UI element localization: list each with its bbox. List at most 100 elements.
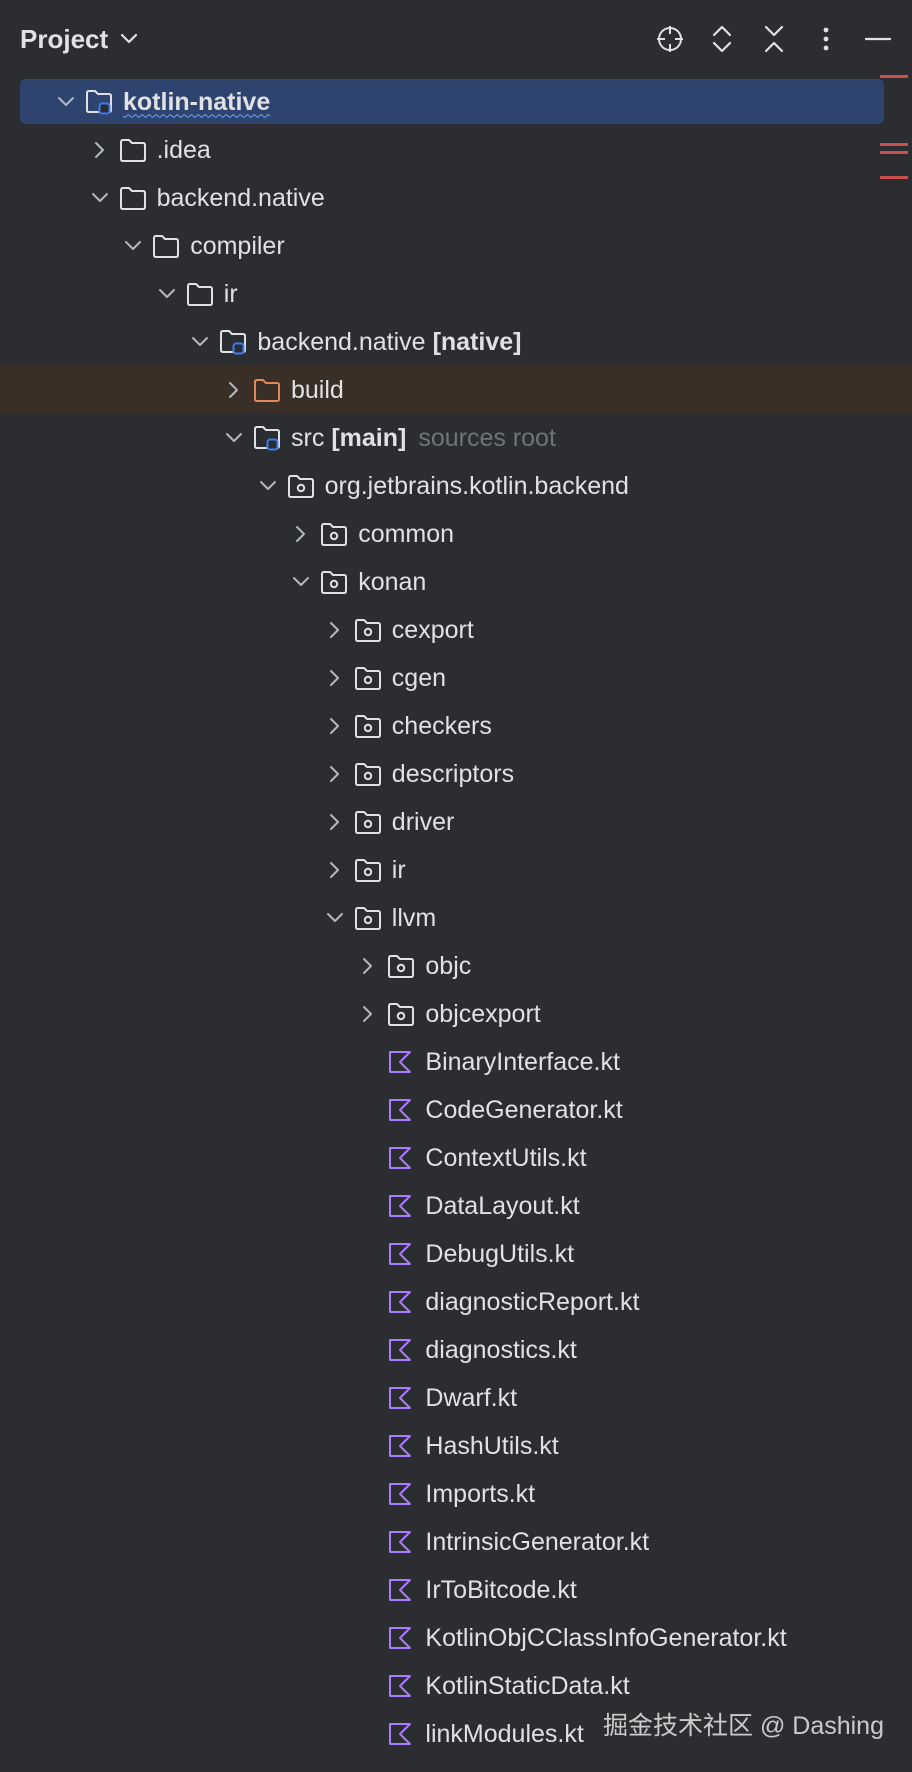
tree-item-label: src bbox=[291, 423, 325, 452]
chevron-down-icon[interactable] bbox=[148, 270, 186, 318]
tree-row[interactable]: driver bbox=[0, 798, 912, 846]
chevron-down-icon[interactable] bbox=[215, 414, 253, 462]
chevron-right-icon[interactable] bbox=[349, 942, 387, 990]
tree-row[interactable]: HashUtils.kt bbox=[0, 1422, 912, 1470]
tree-item-label: IrToBitcode.kt bbox=[425, 1575, 577, 1604]
kotlin-file-icon bbox=[387, 1422, 415, 1470]
tree-row[interactable]: .idea bbox=[0, 126, 912, 174]
tree-row[interactable]: linkModules.kt bbox=[0, 1710, 912, 1758]
tree-row[interactable]: cgen bbox=[0, 654, 912, 702]
tree-row[interactable]: ContextUtils.kt bbox=[0, 1134, 912, 1182]
package-icon bbox=[387, 990, 415, 1038]
package-icon bbox=[354, 654, 382, 702]
tree-row[interactable]: ir bbox=[0, 270, 912, 318]
chevron-right-icon[interactable] bbox=[316, 702, 354, 750]
no-arrow-spacer bbox=[349, 1326, 387, 1374]
no-arrow-spacer bbox=[349, 1134, 387, 1182]
no-arrow-spacer bbox=[349, 1278, 387, 1326]
chevron-down-icon[interactable] bbox=[47, 78, 85, 126]
tree-row[interactable]: IrToBitcode.kt bbox=[0, 1566, 912, 1614]
chevron-down-icon[interactable] bbox=[316, 894, 354, 942]
chevron-down-icon[interactable] bbox=[249, 462, 287, 510]
project-view-selector[interactable]: Project bbox=[20, 24, 138, 55]
tree-item-label: compiler bbox=[190, 231, 285, 260]
collapse-all-icon bbox=[762, 24, 786, 54]
tree-item-label: CodeGenerator.kt bbox=[425, 1095, 623, 1124]
tree-row[interactable]: Dwarf.kt bbox=[0, 1374, 912, 1422]
tree-row[interactable]: diagnostics.kt bbox=[0, 1326, 912, 1374]
chevron-right-icon[interactable] bbox=[282, 510, 320, 558]
tree-row[interactable]: checkers bbox=[0, 702, 912, 750]
tree-row[interactable]: diagnosticReport.kt bbox=[0, 1278, 912, 1326]
tree-item-label: ir bbox=[223, 279, 238, 308]
tree-item-label: cexport bbox=[391, 615, 474, 644]
tree-item-label: KotlinStaticData.kt bbox=[425, 1671, 630, 1700]
tree-row[interactable]: cexport bbox=[0, 606, 912, 654]
kotlin-file-icon bbox=[387, 1614, 415, 1662]
tree-row[interactable]: kotlin-native bbox=[0, 78, 912, 126]
tree-item-label: DebugUtils.kt bbox=[425, 1239, 575, 1268]
tree-row[interactable]: objc bbox=[0, 942, 912, 990]
package-icon bbox=[320, 510, 348, 558]
tree-row[interactable]: descriptors bbox=[0, 750, 912, 798]
tree-row[interactable]: compiler bbox=[0, 222, 912, 270]
tree-row[interactable]: Imports.kt bbox=[0, 1470, 912, 1518]
chevron-right-icon[interactable] bbox=[215, 366, 253, 414]
no-arrow-spacer bbox=[349, 1422, 387, 1470]
tree-row[interactable]: CodeGenerator.kt bbox=[0, 1086, 912, 1134]
error-marker bbox=[880, 75, 908, 78]
chevron-right-icon[interactable] bbox=[316, 606, 354, 654]
folder-icon bbox=[152, 222, 180, 270]
more-options-icon bbox=[821, 24, 831, 54]
no-arrow-spacer bbox=[349, 1182, 387, 1230]
chevron-right-icon[interactable] bbox=[316, 846, 354, 894]
tree-row[interactable]: common bbox=[0, 510, 912, 558]
package-icon bbox=[354, 702, 382, 750]
more-options-button[interactable] bbox=[800, 13, 852, 65]
kotlin-file-icon bbox=[387, 1134, 415, 1182]
tree-row[interactable]: DebugUtils.kt bbox=[0, 1230, 912, 1278]
tree-item-label: IntrinsicGenerator.kt bbox=[425, 1527, 650, 1556]
kotlin-file-icon bbox=[387, 1278, 415, 1326]
tree-row[interactable]: KotlinStaticData.kt bbox=[0, 1662, 912, 1710]
minimize-icon bbox=[865, 24, 891, 54]
tree-row[interactable]: objcexport bbox=[0, 990, 912, 1038]
module-folder-icon bbox=[219, 318, 247, 366]
tree-row[interactable]: IntrinsicGenerator.kt bbox=[0, 1518, 912, 1566]
locate-button[interactable] bbox=[644, 13, 696, 65]
tree-row[interactable]: org.jetbrains.kotlin.backend bbox=[0, 462, 912, 510]
watermark: 掘金技术社区 @ Dashing bbox=[603, 1712, 884, 1740]
collapse-all-button[interactable] bbox=[748, 13, 800, 65]
tree-item-label: objc bbox=[425, 951, 472, 980]
tree-row[interactable]: BinaryInterface.kt bbox=[0, 1038, 912, 1086]
tree-row[interactable]: backend.native bbox=[0, 174, 912, 222]
folder-icon bbox=[186, 270, 214, 318]
chevron-right-icon[interactable] bbox=[316, 654, 354, 702]
chevron-right-icon[interactable] bbox=[81, 126, 119, 174]
folder-icon bbox=[119, 126, 147, 174]
tree-row[interactable]: llvm bbox=[0, 894, 912, 942]
tree-row[interactable]: DataLayout.kt bbox=[0, 1182, 912, 1230]
package-icon bbox=[354, 894, 382, 942]
tree-row[interactable]: src[main]sources root bbox=[0, 414, 912, 462]
tree-row[interactable]: build bbox=[0, 366, 912, 414]
minimize-button[interactable] bbox=[852, 13, 904, 65]
chevron-down-icon[interactable] bbox=[181, 318, 219, 366]
tree-row[interactable]: KotlinObjCClassInfoGenerator.kt bbox=[0, 1614, 912, 1662]
tree-row[interactable]: konan bbox=[0, 558, 912, 606]
tree-item-label: ContextUtils.kt bbox=[425, 1143, 587, 1172]
chevron-down-icon[interactable] bbox=[81, 174, 119, 222]
tree-item-label: Dwarf.kt bbox=[425, 1383, 518, 1412]
package-icon bbox=[354, 846, 382, 894]
expand-all-button[interactable] bbox=[696, 13, 748, 65]
error-marker bbox=[880, 176, 908, 179]
tree-row[interactable]: ir bbox=[0, 846, 912, 894]
chevron-right-icon[interactable] bbox=[349, 990, 387, 1038]
chevron-right-icon[interactable] bbox=[316, 798, 354, 846]
no-arrow-spacer bbox=[349, 1614, 387, 1662]
tree-row[interactable]: backend.native[native] bbox=[0, 318, 912, 366]
chevron-down-icon[interactable] bbox=[114, 222, 152, 270]
chevron-right-icon[interactable] bbox=[316, 750, 354, 798]
tree-item-label: cgen bbox=[391, 663, 447, 692]
chevron-down-icon[interactable] bbox=[282, 558, 320, 606]
